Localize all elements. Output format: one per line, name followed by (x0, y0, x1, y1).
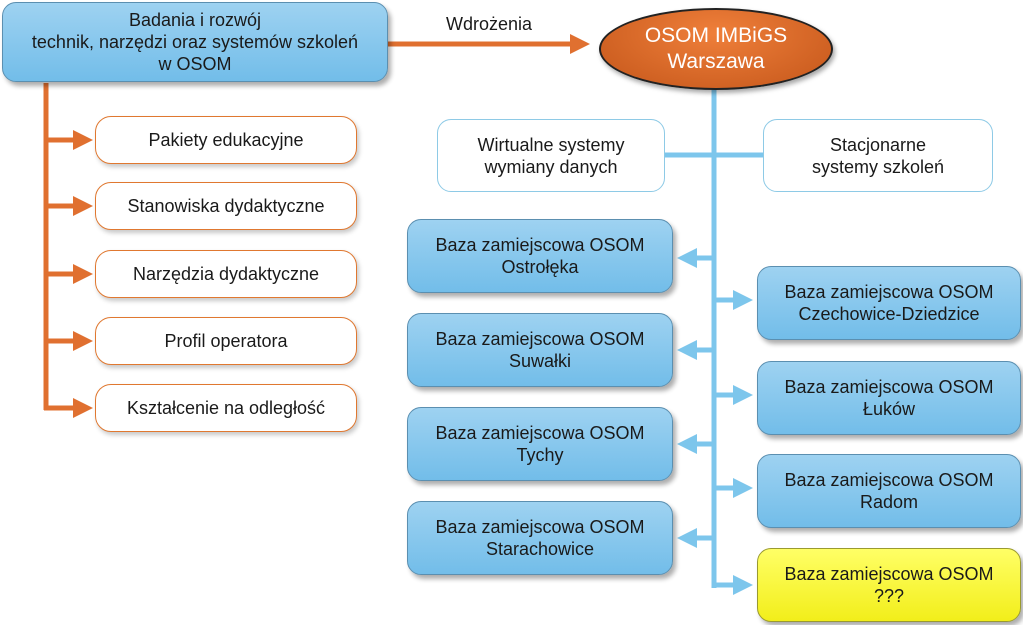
left-item-label: Narzędzia dydaktyczne (132, 264, 320, 284)
base-city: Suwałki (508, 351, 572, 371)
base-box: Baza zamiejscowa OSOM Ostrołęka (407, 219, 673, 293)
base-prefix: Baza zamiejscowa OSOM (435, 329, 645, 349)
research-line-1: Badania i rozwój (128, 10, 262, 30)
virtual-systems-line-1: Wirtualne systemy (477, 134, 625, 155)
virtual-systems-line-2: wymiany danych (484, 156, 618, 177)
base-prefix: Baza zamiejscowa OSOM (784, 564, 994, 584)
base-prefix: Baza zamiejscowa OSOM (435, 423, 645, 443)
stationary-systems-line-2: systemy szkoleń (811, 156, 945, 177)
base-city: Radom (859, 492, 919, 512)
research-box: Badania i rozwój technik, narzędzi oraz … (2, 2, 388, 82)
base-city: Czechowice-Dziedzice (798, 304, 980, 324)
base-box: Baza zamiejscowa OSOM Czechowice-Dziedzi… (757, 266, 1021, 340)
base-box: Baza zamiejscowa OSOM Tychy (407, 407, 673, 481)
left-item: Stanowiska dydaktyczne (95, 182, 357, 230)
left-item: Narzędzia dydaktyczne (95, 250, 357, 298)
left-item-label: Pakiety edukacyjne (148, 130, 304, 150)
base-box: Baza zamiejscowa OSOM Starachowice (407, 501, 673, 575)
base-prefix: Baza zamiejscowa OSOM (435, 517, 645, 537)
left-item-label: Kształcenie na odległość (126, 398, 326, 418)
base-prefix: Baza zamiejscowa OSOM (784, 282, 994, 302)
left-item: Pakiety edukacyjne (95, 116, 357, 164)
base-prefix: Baza zamiejscowa OSOM (435, 235, 645, 255)
hq-line-2: Warszawa (667, 50, 765, 73)
base-city: Ostrołęka (501, 257, 579, 277)
base-city: Starachowice (485, 539, 595, 559)
virtual-systems-box: Wirtualne systemy wymiany danych (437, 119, 665, 192)
base-city: Łuków (862, 399, 916, 419)
implementation-label: Wdrożenia (446, 14, 533, 34)
base-city: Tychy (516, 445, 564, 465)
base-prefix: Baza zamiejscowa OSOM (784, 377, 994, 397)
base-box: Baza zamiejscowa OSOM Suwałki (407, 313, 673, 387)
hq-line-1: OSOM IMBiGS (644, 24, 788, 47)
research-line-3: w OSOM (158, 54, 232, 74)
base-city: ??? (873, 586, 905, 606)
future-base-box: Baza zamiejscowa OSOM ??? (757, 548, 1021, 622)
stationary-systems-line-1: Stacjonarne (829, 134, 927, 155)
left-item: Profil operatora (95, 317, 357, 365)
base-box: Baza zamiejscowa OSOM Radom (757, 454, 1021, 528)
base-prefix: Baza zamiejscowa OSOM (784, 470, 994, 490)
left-item-label: Stanowiska dydaktyczne (127, 196, 325, 216)
stationary-systems-box: Stacjonarne systemy szkoleń (763, 119, 993, 192)
hq-node: OSOM IMBiGS Warszawa (599, 8, 833, 90)
research-line-2: technik, narzędzi oraz systemów szkoleń (31, 32, 359, 52)
base-box: Baza zamiejscowa OSOM Łuków (757, 361, 1021, 435)
left-item: Kształcenie na odległość (95, 384, 357, 432)
left-item-label: Profil operatora (164, 331, 288, 351)
